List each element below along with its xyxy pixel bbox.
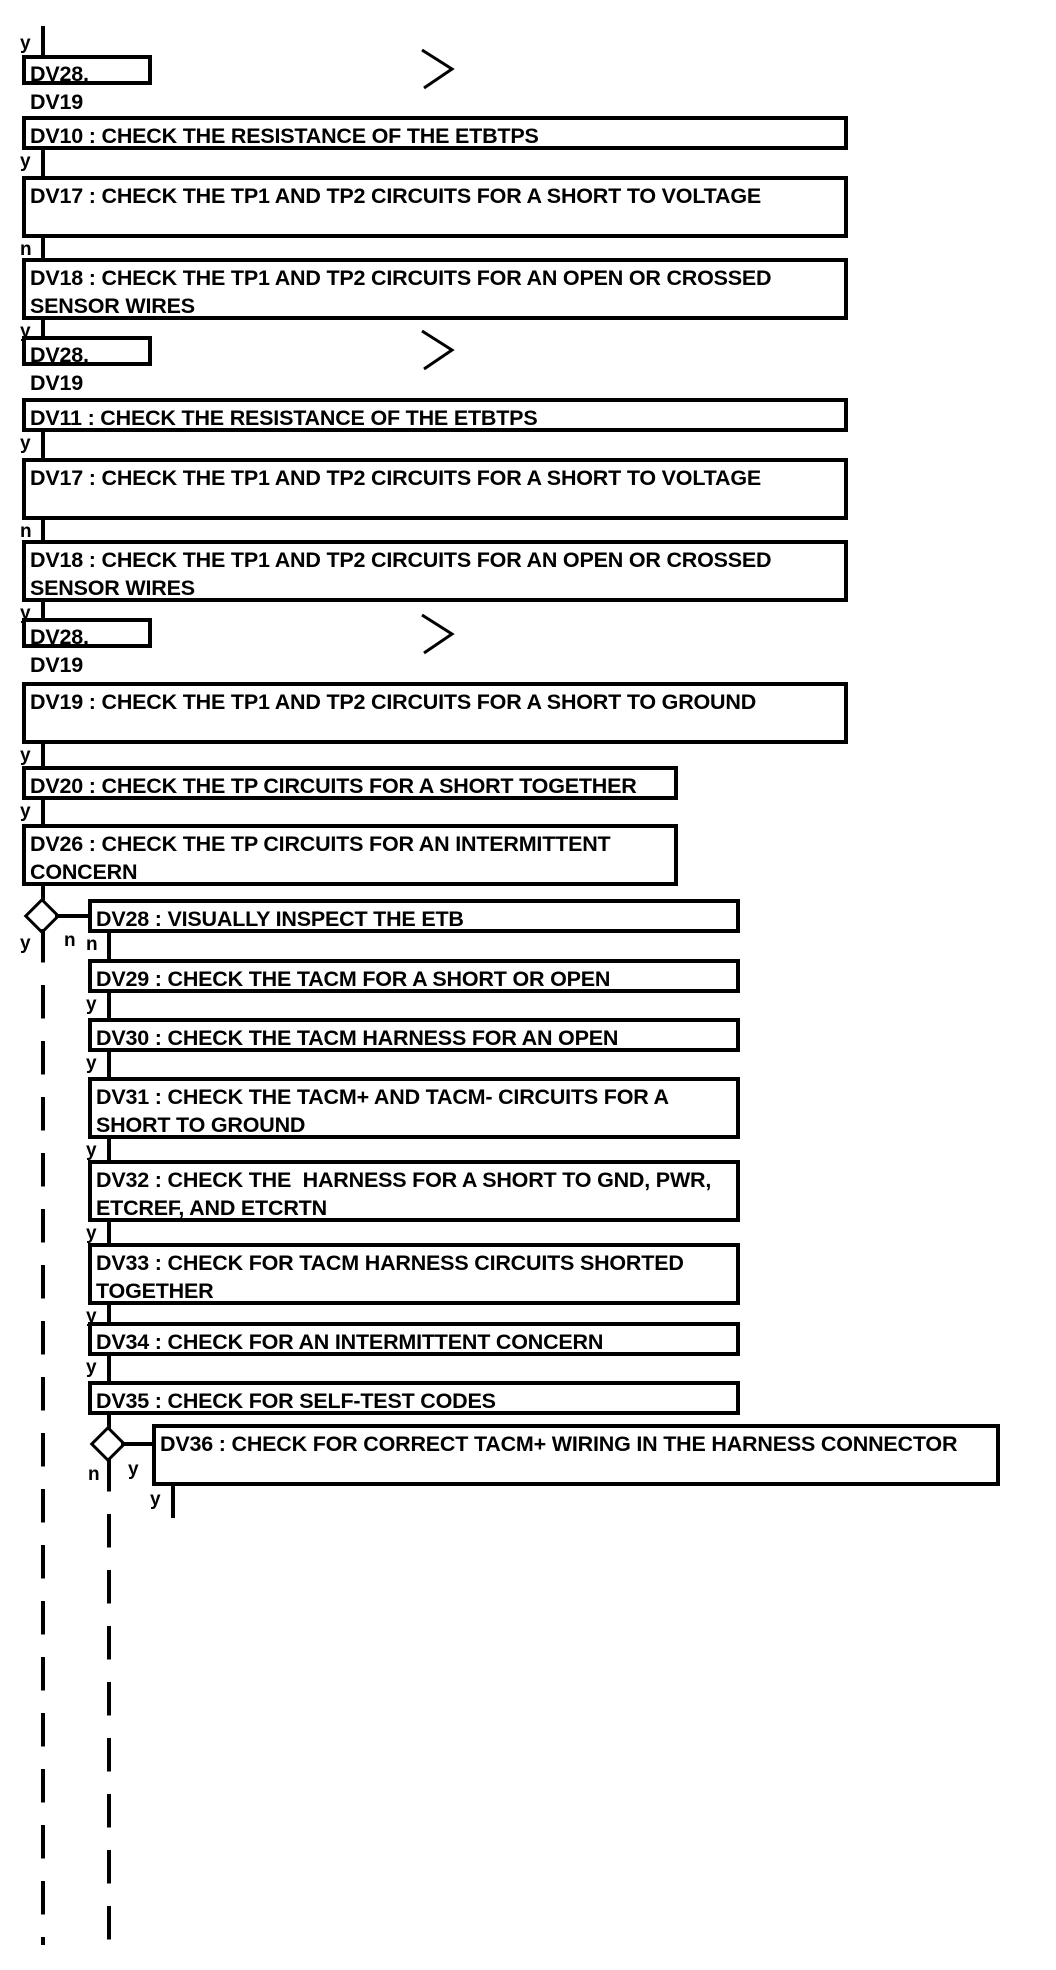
- connector-decision2-no-branch: [107, 1458, 111, 1948]
- step-node-dv10[interactable]: DV10 : CHECK THE RESISTANCE OF THE ETBTP…: [22, 116, 848, 150]
- edge-label-dv36-out: y: [150, 1489, 161, 1510]
- edge-label-dv11-dv17b: y: [20, 433, 31, 454]
- step-node-dv28[interactable]: DV28 : VISUALLY INSPECT THE ETB: [88, 899, 740, 933]
- chevron-right-marker-1: [418, 46, 460, 92]
- connector-dv34-dv35: [107, 1356, 111, 1384]
- edge-label-dv33-dv34: y: [86, 1306, 97, 1327]
- step-node-dv30[interactable]: DV30 : CHECK THE TACM HARNESS FOR AN OPE…: [88, 1018, 740, 1052]
- connector-dv19-dv20: [41, 744, 45, 772]
- connector-decision1-yes-branch: [41, 929, 45, 1541]
- edge-label-dv20-dv26: y: [20, 801, 31, 822]
- edge-label-dv32-dv33: y: [86, 1223, 97, 1244]
- step-node-dv17-b[interactable]: DV17 : CHECK THE TP1 AND TP2 CIRCUITS FO…: [22, 458, 848, 520]
- reference-node-3[interactable]: DV28, DV19: [22, 618, 152, 677]
- step-node-dv35[interactable]: DV35 : CHECK FOR SELF-TEST CODES: [88, 1381, 740, 1415]
- connector-dv20-dv26: [41, 800, 45, 826]
- step-node-dv34[interactable]: DV34 : CHECK FOR AN INTERMITTENT CONCERN: [88, 1322, 740, 1356]
- edge-label-dv34-dv35: y: [86, 1357, 97, 1378]
- step-node-dv18-a[interactable]: DV18 : CHECK THE TP1 AND TP2 CIRCUITS FO…: [22, 258, 848, 320]
- edge-label-dv18a-ref2: y: [20, 321, 31, 342]
- edge-label-dv19-dv20: y: [20, 745, 31, 766]
- edge-label-decision1-no: n: [64, 930, 76, 951]
- connector-dv18b-ref3: [41, 602, 45, 628]
- chevron-right-marker-3: [418, 611, 460, 657]
- edge-label-dv17b-dv18b: n: [20, 521, 32, 542]
- connector-dv28-dv29: [107, 933, 111, 961]
- edge-label-dv28-dv29: n: [86, 934, 98, 955]
- connector-decision1-dv28: [55, 914, 91, 918]
- reference-node-1[interactable]: DV28, DV19: [22, 55, 152, 114]
- step-node-dv33[interactable]: DV33 : CHECK FOR TACM HARNESS CIRCUITS S…: [88, 1243, 740, 1305]
- edge-label-dv29-dv30: y: [86, 994, 97, 1015]
- step-node-dv31[interactable]: DV31 : CHECK THE TACM+ AND TACM- CIRCUIT…: [88, 1077, 740, 1139]
- connector-top-incoming: [41, 26, 45, 56]
- step-node-dv11[interactable]: DV11 : CHECK THE RESISTANCE OF THE ETBTP…: [22, 398, 848, 432]
- connector-dv17a-dv18a: [41, 238, 45, 266]
- connector-dv31-dv32: [107, 1139, 111, 1167]
- connector-dv36-out: [171, 1486, 175, 1518]
- step-node-dv36[interactable]: DV36 : CHECK FOR CORRECT TACM+ WIRING IN…: [152, 1424, 1000, 1486]
- step-node-dv29[interactable]: DV29 : CHECK THE TACM FOR A SHORT OR OPE…: [88, 959, 740, 993]
- edge-label-dv10-dv17a: y: [20, 151, 31, 172]
- edge-label-dv30-dv31: y: [86, 1053, 97, 1074]
- connector-decision1-yes-branch-lower: [41, 1545, 45, 1945]
- connector-dv29-dv30: [107, 993, 111, 1021]
- connector-dv10-dv17a: [41, 150, 45, 178]
- edge-label-decision2-no: n: [88, 1464, 100, 1485]
- edge-label-top-incoming: y: [20, 33, 31, 54]
- edge-label-dv17a-dv18a: n: [20, 239, 32, 260]
- connector-dv17b-dv18b: [41, 520, 45, 548]
- connector-dv18a-ref2: [41, 320, 45, 346]
- edge-label-decision2-yes: y: [128, 1459, 139, 1480]
- step-node-dv20[interactable]: DV20 : CHECK THE TP CIRCUITS FOR A SHORT…: [22, 766, 678, 800]
- step-node-dv19[interactable]: DV19 : CHECK THE TP1 AND TP2 CIRCUITS FO…: [22, 682, 848, 744]
- edge-label-decision1-yes: y: [20, 933, 31, 954]
- connector-dv32-dv33: [107, 1222, 111, 1250]
- step-node-dv32[interactable]: DV32 : CHECK THE HARNESS FOR A SHORT TO …: [88, 1160, 740, 1222]
- step-node-dv26[interactable]: DV26 : CHECK THE TP CIRCUITS FOR AN INTE…: [22, 824, 678, 886]
- step-node-dv18-b[interactable]: DV18 : CHECK THE TP1 AND TP2 CIRCUITS FO…: [22, 540, 848, 602]
- step-node-dv17-a[interactable]: DV17 : CHECK THE TP1 AND TP2 CIRCUITS FO…: [22, 176, 848, 238]
- connector-dv11-dv17b: [41, 432, 45, 460]
- connector-decision2-dv36: [121, 1442, 153, 1446]
- chevron-right-marker-2: [418, 327, 460, 373]
- edge-label-dv18b-ref3: y: [20, 603, 31, 624]
- edge-label-dv31-dv32: y: [86, 1140, 97, 1161]
- connector-dv30-dv31: [107, 1052, 111, 1080]
- connector-dv33-dv34: [107, 1305, 111, 1333]
- reference-node-2[interactable]: DV28, DV19: [22, 336, 152, 395]
